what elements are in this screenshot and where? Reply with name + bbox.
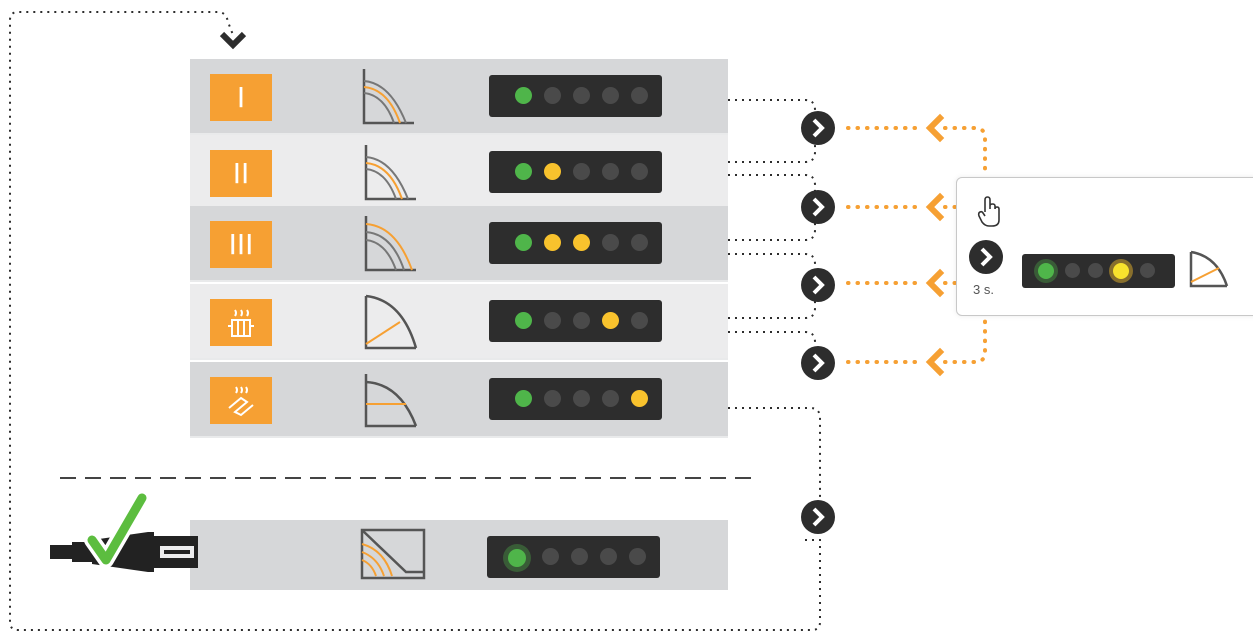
led-panel [487,536,660,578]
led-4 [602,390,619,407]
next-arrow-button[interactable] [801,111,835,145]
check-icon [84,492,150,568]
next-arrow-button[interactable] [801,268,835,302]
led-4 [602,234,619,251]
next-arrow-button[interactable] [801,190,835,224]
led-2 [1065,263,1080,278]
led-3 [573,390,590,407]
led-5 [631,312,648,329]
led-panel [489,151,662,193]
led-5 [631,163,648,180]
led-1 [515,163,532,180]
mode-icon-box: II [210,150,272,197]
mode-numeral-label: I [236,81,246,114]
plug-icon [50,492,198,572]
mode-icon-box: III [210,221,272,268]
led-3 [573,87,590,104]
led-1 [515,390,532,407]
led-2 [544,312,561,329]
led-2 [544,163,561,180]
led-4 [600,548,617,565]
curve-icon [364,216,416,272]
mode-icon-box [210,299,272,346]
hand-pointer-icon [977,196,1000,227]
led-1 [515,234,532,251]
led-2 [544,234,561,251]
led-5 [631,234,648,251]
led-5 [631,87,648,104]
led-3 [571,548,588,565]
led-3 [573,163,590,180]
mode-row-2[interactable]: II [190,135,728,211]
mode-row-5[interactable] [190,362,728,438]
mode-icon-box: I [210,74,272,121]
led-1 [515,312,532,329]
mode-numeral-label: II [232,157,250,190]
mode-row-1[interactable]: I [190,59,728,135]
connected-row[interactable] [190,520,728,590]
mode-row-3[interactable]: III [190,206,728,282]
led-5 [631,390,648,407]
pipe-curve-icon [360,528,426,580]
led-1 [503,544,531,572]
floor-curve-icon [364,374,418,428]
curve-icon [364,145,416,201]
led-4 [602,312,619,329]
popup-led-panel [1022,254,1175,288]
curve-icon [362,69,414,125]
led-1 [515,87,532,104]
led-3 [573,312,590,329]
next-arrow-button[interactable] [801,500,835,534]
radiator-icon [228,308,254,337]
led-2 [542,548,559,565]
led-panel [489,378,662,420]
led-5 [1140,263,1155,278]
led-panel [489,75,662,117]
floor-heating-icon [228,385,254,416]
curve-icon [1189,250,1229,288]
led-4 [1109,259,1133,283]
hold-popup: 3 s. [956,177,1253,316]
led-3 [573,234,590,251]
hold-time-label: 3 s. [973,282,994,297]
led-4 [602,163,619,180]
led-5 [629,548,646,565]
mode-row-4[interactable] [190,284,728,360]
led-2 [544,390,561,407]
radiator-curve-icon [364,294,418,350]
mode-numeral-label: III [228,228,254,261]
led-panel [489,222,662,264]
led-1 [1034,259,1058,283]
led-4 [602,87,619,104]
next-arrow-icon [969,240,1003,274]
mode-icon-box [210,377,272,424]
next-arrow-button[interactable] [801,346,835,380]
led-2 [544,87,561,104]
led-3 [1088,263,1103,278]
led-panel [489,300,662,342]
